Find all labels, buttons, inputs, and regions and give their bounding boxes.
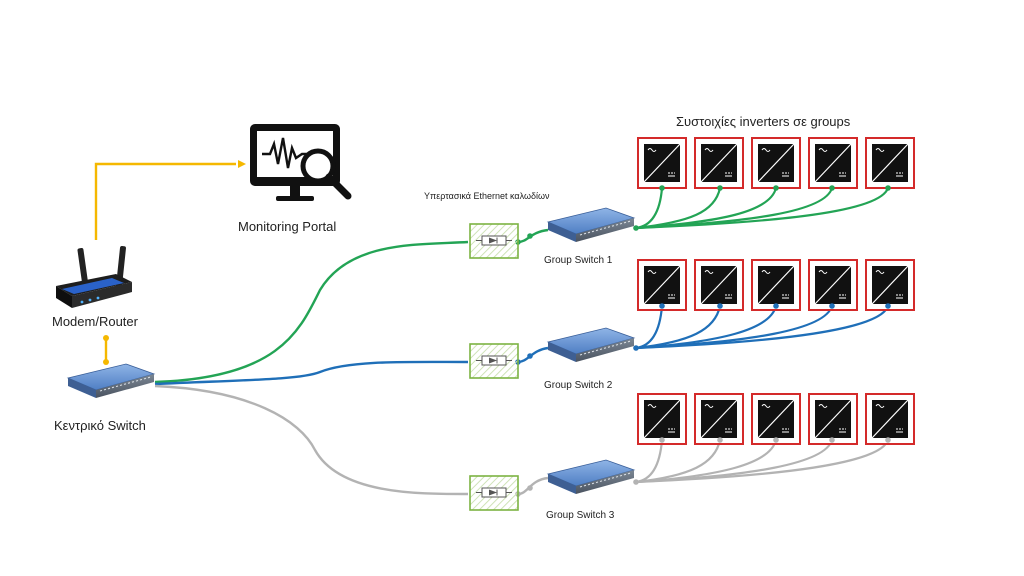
internet-link	[94, 160, 246, 365]
wifi-router-icon	[56, 245, 132, 308]
inverter-icon	[808, 259, 858, 311]
surge-protectors-label: Υπερτασικά Ethernet καλωδίων	[424, 191, 550, 201]
inverter-icon	[694, 393, 744, 445]
inverter-icon	[865, 393, 915, 445]
inverter-icon	[751, 259, 801, 311]
inverter-icon	[865, 259, 915, 311]
inverter-icon	[808, 137, 858, 189]
group-switch-2-icon	[547, 327, 635, 363]
inverter-icon	[637, 393, 687, 445]
group-switch-3-label: Group Switch 3	[546, 510, 615, 521]
inverter-icon	[751, 137, 801, 189]
surge-protector-icon	[469, 475, 519, 511]
modem-router-label: Modem/Router	[52, 314, 138, 329]
inverter-row-3	[637, 393, 915, 445]
inverter-icon	[751, 393, 801, 445]
inverter-arrays-title: Συστοιχίες inverters σε groups	[676, 114, 851, 129]
surge-protector-icon	[469, 223, 519, 259]
inverter-port-dots	[633, 185, 891, 485]
central-switch-icon	[67, 363, 155, 399]
group-switch-3-icon	[547, 459, 635, 495]
inverter-icon	[694, 137, 744, 189]
inverter-icon	[865, 137, 915, 189]
monitoring-portal-label: Monitoring Portal	[238, 219, 337, 234]
inverter-row-1	[637, 137, 915, 189]
inverter-icon	[808, 393, 858, 445]
inverter-icon	[637, 137, 687, 189]
surge-protector-icon	[469, 343, 519, 379]
central-switch-label: Κεντρικό Switch	[54, 418, 146, 433]
group1-fanout	[635, 187, 890, 230]
short-cables	[515, 228, 549, 497]
trunk-cables	[154, 240, 469, 496]
inverter-icon	[694, 259, 744, 311]
group-switch-2-label: Group Switch 2	[544, 380, 613, 391]
group-switch-1-icon	[547, 207, 635, 243]
group-switch-1-label: Group Switch 1	[544, 255, 613, 266]
monitor-magnifier-icon	[250, 124, 352, 201]
inverter-icon	[637, 259, 687, 311]
group3-fanout	[635, 439, 890, 484]
inverter-row-2	[637, 259, 915, 311]
group2-fanout	[635, 305, 890, 350]
